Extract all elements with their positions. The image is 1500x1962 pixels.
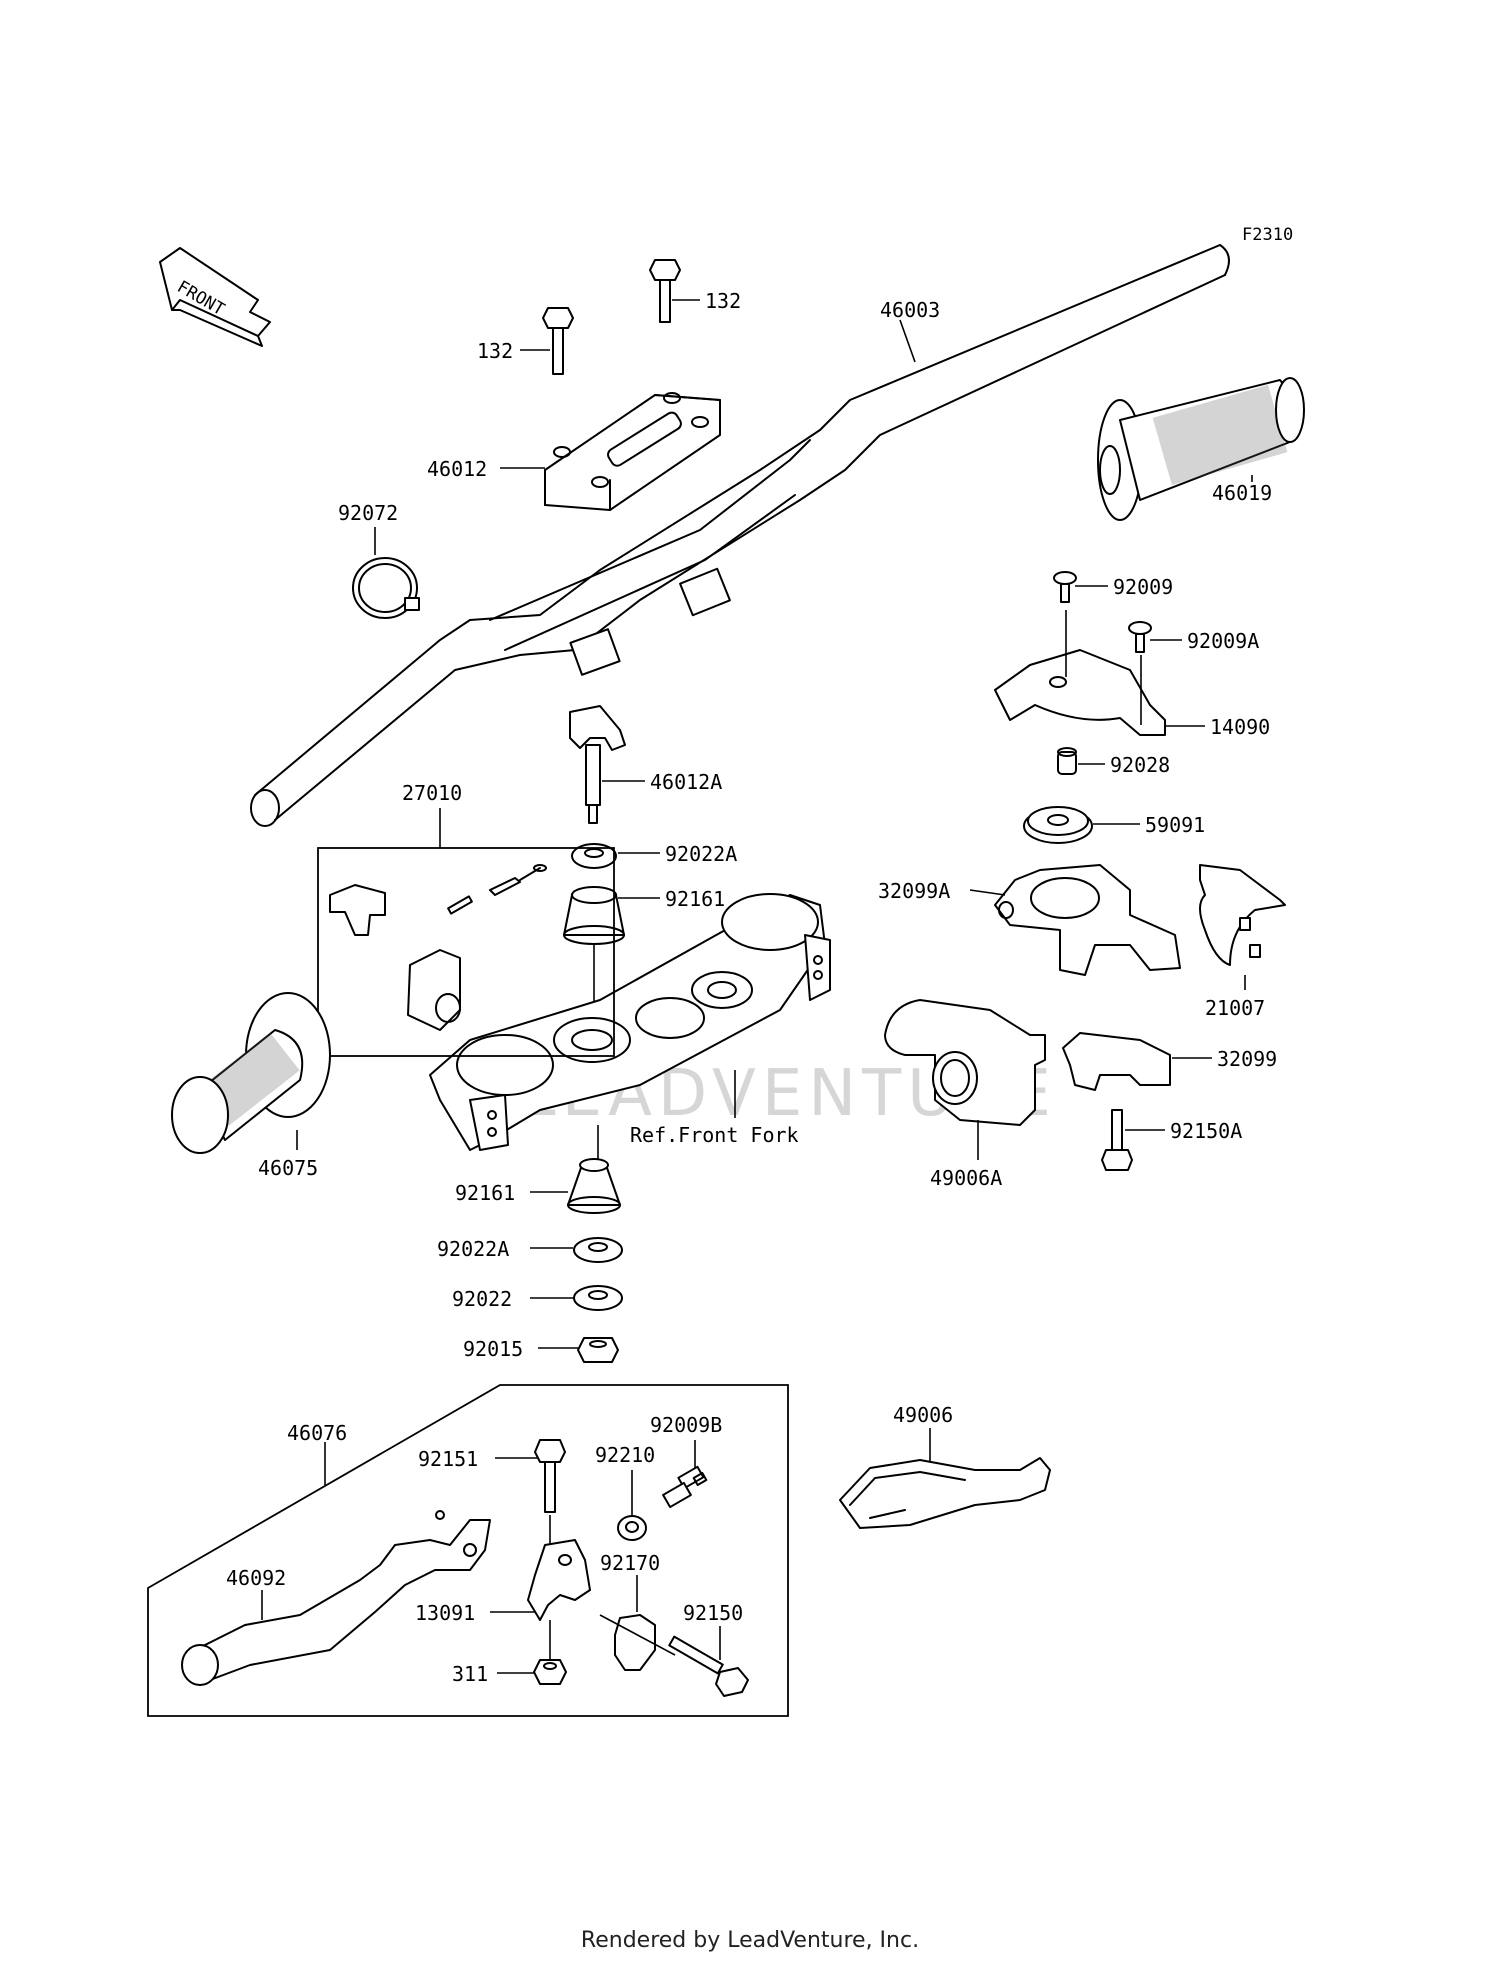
- cable-band-92072: [352, 557, 420, 619]
- label-132-right: 132: [705, 289, 741, 313]
- label-92170: 92170: [600, 1551, 660, 1575]
- washer-92022A-top: [571, 843, 617, 869]
- footer-credit: Rendered by LeadVenture, Inc.: [580, 1928, 920, 1953]
- cover-49006: [839, 1457, 1051, 1529]
- lever-46092: [181, 1510, 491, 1686]
- throttle-cover-14090: [994, 610, 1166, 736]
- throttle-housing-49006A: [884, 999, 1046, 1126]
- throttle-grip-46019: [1097, 377, 1305, 521]
- label-92022A-top: 92022A: [665, 842, 737, 866]
- bolt-92151: [534, 1439, 566, 1513]
- bolt-92150: [668, 1635, 749, 1697]
- figure-code: F2310: [1242, 225, 1293, 245]
- label-132-left: 132: [477, 339, 513, 363]
- label-59091: 59091: [1145, 813, 1205, 837]
- label-46012: 46012: [427, 457, 487, 481]
- label-92161-top: 92161: [665, 887, 725, 911]
- label-14090: 14090: [1210, 715, 1270, 739]
- handlebar-holder-46012A: [569, 705, 626, 824]
- label-46019: 46019: [1212, 481, 1272, 505]
- label-46092: 46092: [226, 1566, 286, 1590]
- label-46076: 46076: [287, 1421, 347, 1445]
- label-92009A: 92009A: [1187, 629, 1259, 653]
- label-32099A: 32099A: [878, 879, 950, 903]
- label-92015: 92015: [463, 1337, 523, 1361]
- nut-92015: [577, 1337, 619, 1363]
- locknut-92210: [617, 1515, 647, 1541]
- label-92161-bottom: 92161: [455, 1181, 515, 1205]
- lever-assembly-box-46076: [147, 1384, 789, 1717]
- label-21007: 21007: [1205, 996, 1265, 1020]
- label-13091: 13091: [415, 1601, 475, 1625]
- label-92009: 92009: [1113, 575, 1173, 599]
- label-92150A: 92150A: [1170, 1119, 1242, 1143]
- nut-311: [533, 1659, 567, 1685]
- bush-92161-bottom: [567, 1158, 621, 1214]
- part-21007: [1199, 864, 1286, 966]
- front-arrow-icon: FRONT: [159, 247, 271, 347]
- bush-92161-top: [563, 886, 625, 945]
- handlebar: [250, 244, 1230, 827]
- label-92022: 92022: [452, 1287, 512, 1311]
- adjuster-92009B: [662, 1465, 708, 1509]
- kill-switch-27010: [329, 864, 547, 1031]
- leader-lever-axis: [599, 1614, 676, 1656]
- label-27010: 27010: [402, 781, 462, 805]
- leader-32099A: [969, 889, 1006, 896]
- label-46075: 46075: [258, 1156, 318, 1180]
- washer-92022: [573, 1285, 623, 1311]
- label-311: 311: [452, 1662, 488, 1686]
- throttle-holder-32099A: [994, 864, 1181, 976]
- label-92210: 92210: [595, 1443, 655, 1467]
- switch-assembly-box-27010: [317, 847, 615, 1057]
- left-grip-46075: [171, 992, 331, 1154]
- bolt-132-left: [542, 307, 574, 375]
- screw-92009: [1053, 571, 1077, 603]
- washer-92022A-bottom: [573, 1237, 623, 1263]
- lever-holder-13091: [527, 1539, 591, 1621]
- label-92009B: 92009B: [650, 1413, 722, 1437]
- label-92028: 92028: [1110, 753, 1170, 777]
- label-49006A: 49006A: [930, 1166, 1002, 1190]
- throttle-holder-32099: [1062, 1032, 1171, 1091]
- bolt-132-right: [649, 259, 681, 323]
- upper-triple-clamp: [429, 893, 831, 1151]
- pulley-59091: [1023, 806, 1093, 844]
- leader-46003: [899, 319, 916, 363]
- label-49006: 49006: [893, 1403, 953, 1427]
- label-92151: 92151: [418, 1447, 478, 1471]
- label-32099: 32099: [1217, 1047, 1277, 1071]
- ref-front-fork-label: Ref.Front Fork: [630, 1123, 799, 1147]
- bolt-92150A: [1101, 1109, 1133, 1171]
- handlebar-clamp-46012: [544, 392, 721, 511]
- label-92022A-bottom: 92022A: [437, 1237, 509, 1261]
- holder-92170: [614, 1614, 656, 1671]
- screw-92009A: [1128, 621, 1152, 653]
- collar-92028: [1057, 747, 1077, 775]
- label-92150: 92150: [683, 1601, 743, 1625]
- label-46012A: 46012A: [650, 770, 722, 794]
- label-46003: 46003: [880, 298, 940, 322]
- label-92072: 92072: [338, 501, 398, 525]
